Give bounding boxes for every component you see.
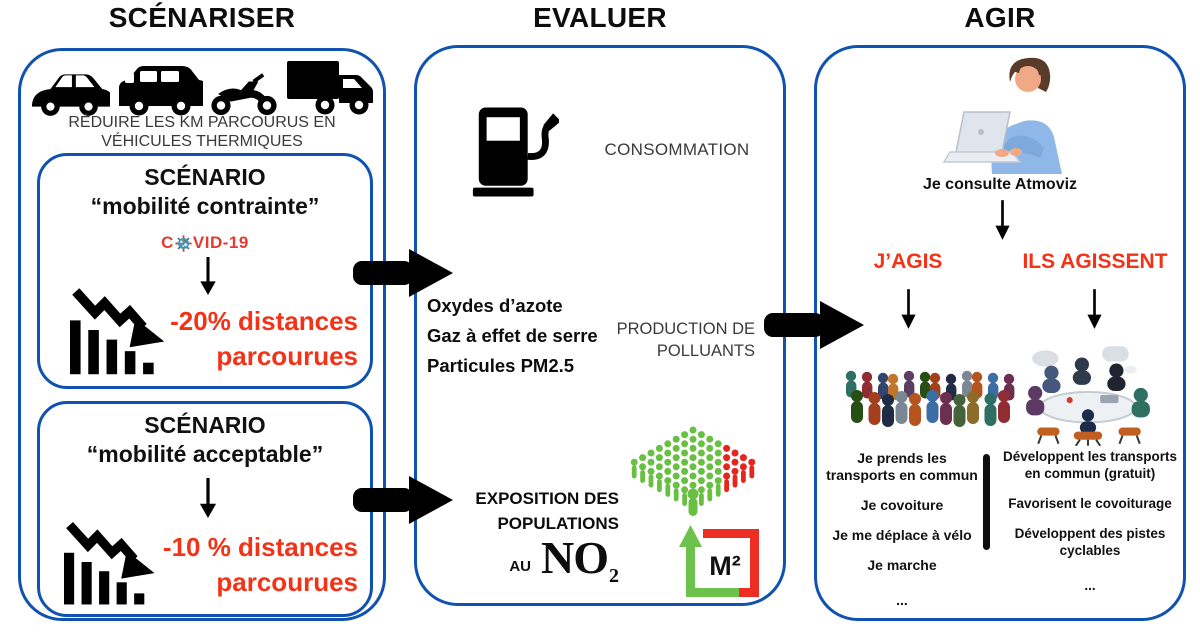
they-act-item: Développent les transports en commun (gr… <box>1002 449 1178 481</box>
scenario-title: SCÉNARIO <box>144 412 266 438</box>
fuel-pump-icon <box>472 107 559 197</box>
exposure-label: EXPOSITION DES POPULATIONS AU NO 2 <box>447 486 619 588</box>
scenario-title: SCÉNARIO <box>144 164 266 190</box>
scenario-constrained-box: SCÉNARIO “mobilité contrainte” C <box>37 153 373 389</box>
virus-icon <box>175 234 192 252</box>
consumption-label: CONSOMMATION <box>604 140 750 159</box>
flow-arrow-scenario1-to-evaluer <box>353 249 453 297</box>
they-act-item-more: ... <box>1084 578 1096 593</box>
scenariser-panel: RÉDUIRE LES KM PARCOURUS EN VÉHICULES TH… <box>18 48 386 621</box>
i-act-item-more: ... <box>896 592 908 608</box>
down-arrow-icon <box>995 200 1010 240</box>
motorcycle-icon <box>210 73 277 116</box>
m2-area-icon: M² <box>679 525 759 597</box>
i-act-item: Je marche <box>867 557 937 573</box>
m2-label: M² <box>709 551 740 581</box>
result-line2: parcourues <box>216 567 358 597</box>
they-act-item: Favorisent le covoiturage <box>1008 496 1172 511</box>
no2-line: AU NO 2 <box>447 532 619 588</box>
exposure-line1: EXPOSITION DES <box>475 489 619 508</box>
pollutant-item: Particules PM2.5 <box>427 355 575 376</box>
vehicles-caption-line2: VÉHICULES THERMIQUES <box>101 133 303 150</box>
exposure-prefix: AU <box>509 558 531 575</box>
they-act-heading: ILS AGISSENT <box>1022 250 1168 273</box>
decline-chart-icon <box>64 521 155 605</box>
list-divider <box>983 454 990 550</box>
suv-icon <box>118 66 203 116</box>
exposure-line2: POPULATIONS <box>497 514 619 533</box>
scenario-result: -20% distances parcourues <box>170 304 358 374</box>
column-title-agir: AGIR <box>964 2 1036 33</box>
result-line2: parcourues <box>216 341 358 371</box>
result-line1: -10 % distances <box>162 532 358 562</box>
column-title-scenariser: SCÉNARISER <box>108 2 296 33</box>
scenario-acceptable-box: SCÉNARIO “mobilité acceptable” -10 % dis… <box>37 401 373 617</box>
no2-molecule: NO <box>541 532 609 583</box>
scenario-result: -10 % distances parcourues <box>163 530 358 600</box>
meeting-illustration <box>1026 346 1150 446</box>
down-arrow-icon <box>200 257 216 295</box>
vehicles-caption-line1: RÉDUIRE LES KM PARCOURUS EN <box>68 114 336 131</box>
no2-subscript: 2 <box>609 565 619 587</box>
covid-19-label: C VID-19 <box>40 233 370 253</box>
down-arrow-icon <box>1087 289 1102 329</box>
down-arrow-icon <box>199 478 217 518</box>
they-act-item: Développent des pistes cyclables <box>1014 526 1166 558</box>
truck-icon <box>286 61 373 115</box>
scenario-subtitle: “mobilité acceptable” <box>86 441 324 467</box>
down-arrow-icon <box>901 289 916 329</box>
column-title-evaluer: EVALUER <box>533 2 667 33</box>
i-act-item: Je me déplace à vélo <box>832 527 972 543</box>
vehicle-icons-row <box>21 57 383 117</box>
crowd-illustration <box>845 370 1015 427</box>
scenario-subtitle: “mobilité contrainte” <box>90 193 320 219</box>
consult-atmoviz-label: Je consulte Atmoviz <box>922 176 1078 193</box>
evaluer-panel: CONSOMMATION Oxydes d’azote Gaz à effet … <box>414 45 786 606</box>
pollutant-item: Oxydes d’azote <box>427 295 563 316</box>
i-act-list: Je prends les transports en commun Je co… <box>823 450 981 609</box>
i-act-item: Je covoiture <box>860 497 944 513</box>
vehicles-caption: RÉDUIRE LES KM PARCOURUS EN VÉHICULES TH… <box>21 113 383 151</box>
production-line2: POLLUANTS <box>656 342 755 360</box>
production-line1: PRODUCTION DE <box>616 320 755 338</box>
person-laptop-illustration <box>942 57 1062 174</box>
decline-chart-icon <box>70 288 165 375</box>
they-act-list: Développent les transports en commun (gr… <box>995 448 1185 594</box>
pollutant-item: Gaz à effet de serre <box>427 325 598 346</box>
population-diamond-icon <box>630 426 756 516</box>
covid-prefix: C <box>161 233 174 252</box>
flow-arrow-scenario2-to-evaluer <box>353 476 453 524</box>
car-icon <box>31 74 110 116</box>
i-act-heading: J’AGIS <box>873 250 943 273</box>
i-act-item: Je prends les transports en commun <box>826 450 978 483</box>
production-label: PRODUCTION DE POLLUANTS <box>613 318 755 362</box>
result-line1: -20% distances <box>170 306 358 336</box>
flow-arrow-evaluer-to-agir <box>764 301 864 349</box>
pollutant-list: Oxydes d’azote Gaz à effet de serre Part… <box>427 291 598 381</box>
agir-panel: Je consulte Atmoviz J’AGIS ILS AGISSENT <box>814 45 1186 621</box>
covid-suffix: VID-19 <box>192 233 249 252</box>
